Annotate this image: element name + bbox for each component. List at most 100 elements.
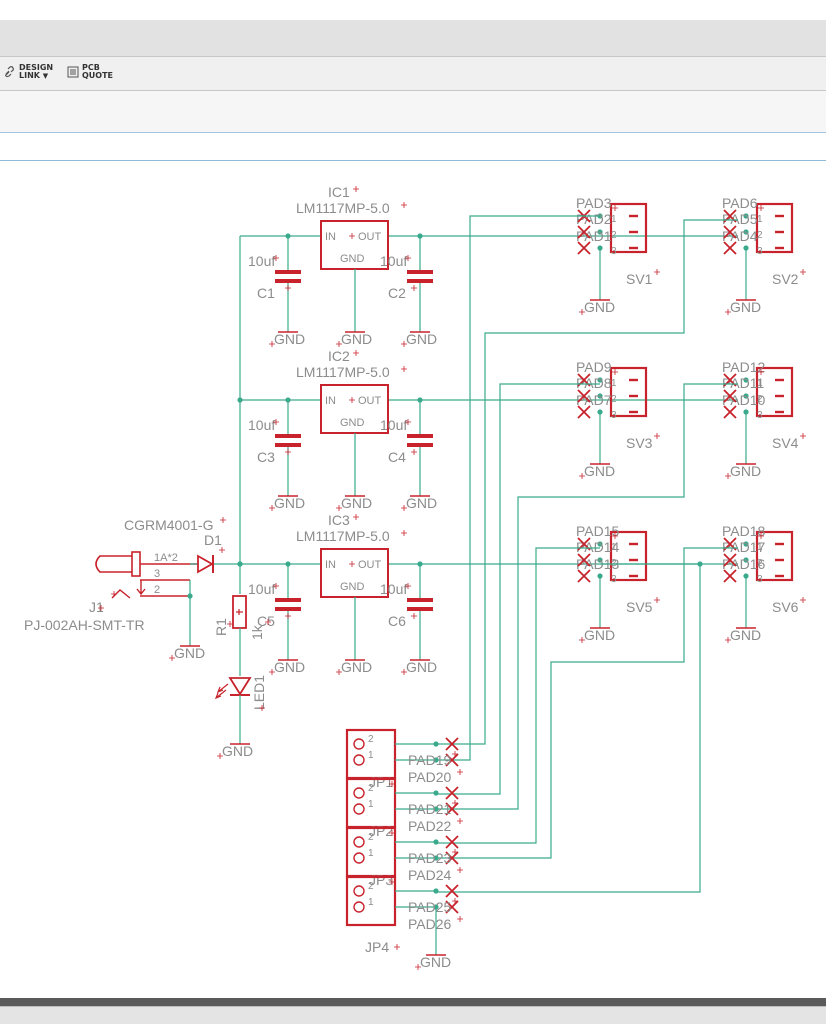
origin-marker — [405, 419, 411, 425]
origin-marker — [273, 583, 279, 589]
pad-label: PAD26 — [408, 916, 452, 932]
unconnected-pad-mark — [723, 405, 737, 419]
capacitor-plate — [407, 598, 433, 602]
capacitor-value: 10uf — [380, 417, 407, 433]
capacitor-value: 10uf — [248, 253, 275, 269]
unconnected-pad-mark — [723, 389, 737, 403]
origin-marker — [579, 473, 585, 479]
origin-marker — [612, 533, 618, 539]
origin-marker — [336, 341, 342, 347]
pad-label: PAD16 — [722, 556, 766, 572]
capacitor-plate — [275, 279, 301, 283]
origin-marker — [336, 505, 342, 511]
net-junction — [697, 561, 703, 567]
jack-barrel — [95, 555, 132, 573]
header-pin-number: 3 — [757, 410, 763, 421]
header-pin-number: 2 — [757, 230, 763, 241]
gnd-label: GND — [341, 659, 372, 675]
net-junction — [597, 557, 603, 563]
header-pin-number: 1 — [757, 378, 763, 389]
pad-label: PAD23 — [408, 850, 452, 866]
origin-marker — [219, 547, 225, 553]
signal-wire-3 — [436, 383, 600, 795]
regulator-value: LM1117MP-5.0 — [296, 200, 390, 216]
origin-marker — [269, 669, 275, 675]
net-junction — [433, 904, 439, 910]
capacitor-plate — [275, 607, 301, 611]
signal-wire-5 — [436, 547, 600, 844]
gnd-label: GND — [730, 299, 761, 315]
capacitor-name: C6 — [388, 613, 406, 629]
unconnected-pad-mark — [723, 553, 737, 567]
regulator-pin-gnd: GND — [340, 253, 365, 265]
origin-marker — [217, 753, 223, 759]
header-pin-number: 1 — [611, 378, 617, 389]
origin-marker — [654, 597, 660, 603]
net-junction — [597, 377, 603, 383]
origin-marker — [401, 202, 407, 208]
origin-marker — [654, 269, 660, 275]
unconnected-pad-mark — [445, 900, 459, 914]
pad-label: PAD6 — [722, 195, 758, 211]
net-junction — [433, 790, 439, 796]
jack-name: J1 — [89, 599, 104, 615]
net-junction — [743, 229, 749, 235]
origin-marker — [349, 561, 355, 567]
header-name: SV3 — [626, 435, 653, 451]
header-body — [755, 202, 794, 254]
net-junction — [597, 393, 603, 399]
gnd-label: GND — [341, 331, 372, 347]
pad-label: PAD25 — [408, 899, 452, 915]
net-junction — [433, 839, 439, 845]
gnd-label: GND — [730, 627, 761, 643]
origin-marker — [394, 944, 400, 950]
origin-marker — [227, 621, 233, 627]
header-name: SV2 — [772, 271, 799, 287]
net-junction — [743, 213, 749, 219]
origin-marker — [612, 205, 618, 211]
design-link-button[interactable]: DESIGN LINK ▼ — [4, 64, 53, 80]
capacitor-plate — [275, 598, 301, 602]
origin-marker — [265, 619, 271, 625]
command-line-bar[interactable] — [0, 133, 826, 161]
origin-marker — [349, 233, 355, 239]
regulator-name: IC1 — [328, 184, 350, 200]
jumper-pin-number: 1 — [368, 799, 374, 810]
pcb-quote-button[interactable]: PCB QUOTE — [67, 64, 113, 80]
jumper-pin — [353, 754, 365, 766]
net-junction — [743, 541, 749, 547]
origin-marker — [220, 517, 226, 523]
jumper-pin — [353, 852, 365, 864]
jumper-pin-number: 2 — [368, 832, 374, 843]
origin-marker — [612, 369, 618, 375]
net-junction — [237, 397, 243, 403]
pad-label: PAD14 — [576, 539, 620, 555]
capacitor-name: C4 — [388, 449, 406, 465]
jack-pin-rating: 1A*2 — [154, 552, 178, 564]
pad-label: PAD20 — [408, 769, 452, 785]
origin-marker — [169, 655, 175, 661]
regulator-pin-out: OUT — [358, 395, 382, 407]
origin-marker — [349, 397, 355, 403]
title-bar — [0, 20, 826, 57]
chevron-down-icon: ▼ — [42, 72, 49, 80]
unconnected-pad-mark — [445, 835, 459, 849]
status-bar — [0, 1006, 826, 1024]
unconnected-pad-mark — [723, 241, 737, 255]
signal-wire-7 — [436, 563, 701, 893]
main-toolbar: DESIGN LINK ▼ PCB QUOTE — [0, 57, 826, 91]
design-link-label-2: LINK ▼ — [19, 71, 49, 81]
pad-label: PAD24 — [408, 867, 452, 883]
capacitor-plate — [407, 443, 433, 447]
capacitor-name: C3 — [257, 449, 275, 465]
origin-marker — [259, 705, 265, 711]
gnd-label: GND — [406, 495, 437, 511]
gnd-label: GND — [274, 331, 305, 347]
net-junction — [433, 806, 439, 812]
origin-marker — [654, 433, 660, 439]
unconnected-pad-mark — [577, 241, 591, 255]
origin-marker — [457, 916, 463, 922]
origin-marker — [457, 769, 463, 775]
